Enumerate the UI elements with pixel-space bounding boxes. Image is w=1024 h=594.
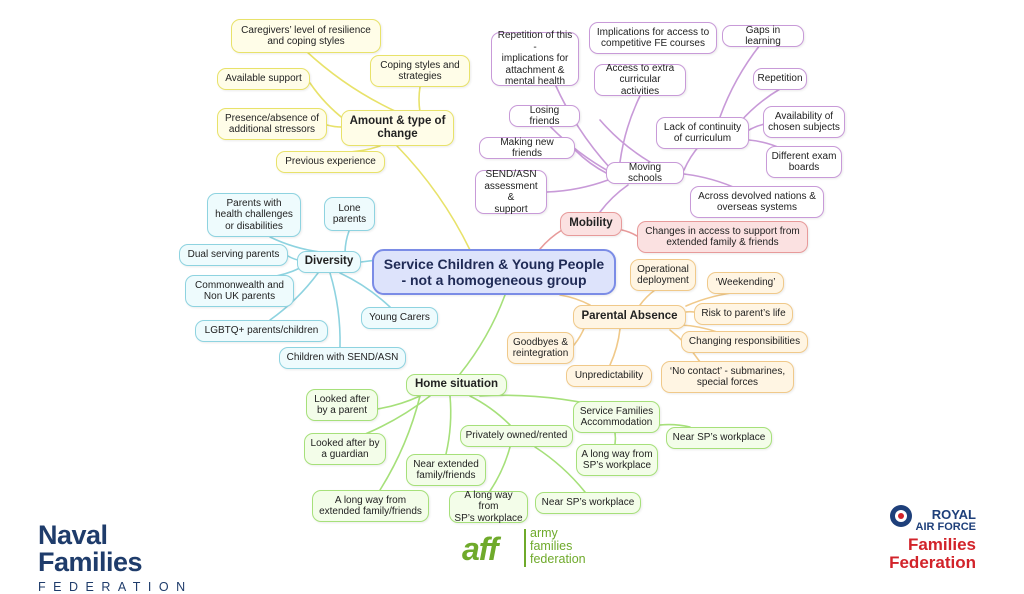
connector-line bbox=[460, 295, 505, 374]
node-parents-health-challenges: Parents with health challenges or disabi… bbox=[207, 193, 301, 237]
node-devolved-nations: Across devolved nations & overseas syste… bbox=[690, 186, 824, 218]
connector-line bbox=[397, 146, 470, 250]
connector-line bbox=[600, 120, 650, 162]
node-repetition: Repetition bbox=[753, 68, 807, 90]
node-looked-after-guardian: Looked after by a guardian bbox=[304, 433, 386, 465]
connector-line bbox=[419, 87, 420, 112]
naval-families-federation-logo: Naval Families FEDERATION bbox=[38, 522, 218, 572]
node-gaps-in-learning: Gaps in learning bbox=[722, 25, 804, 47]
node-near-sp-workplace-1: Near SP’s workplace bbox=[666, 427, 772, 449]
hub-parental-absence: Parental Absence bbox=[573, 305, 686, 329]
node-dual-serving-parents: Dual serving parents bbox=[179, 244, 288, 266]
node-service-families-accommodation: Service Families Accommodation bbox=[573, 401, 660, 433]
node-near-extended-family: Near extended family/friends bbox=[406, 454, 486, 486]
connector-line bbox=[600, 185, 628, 212]
node-changing-responsibilities: Changing responsibilities bbox=[681, 331, 808, 353]
hub-mobility: Mobility bbox=[560, 212, 622, 236]
node-goodbyes-reintegration: Goodbyes & reintegration bbox=[507, 332, 574, 364]
naval-logo-subtitle: FEDERATION bbox=[38, 580, 218, 594]
raf-logo-air-force: AIR FORCE bbox=[916, 521, 977, 533]
aff-logo-divider bbox=[524, 529, 526, 567]
army-families-federation-logo: aff army families federation bbox=[462, 525, 602, 569]
node-looked-after-parent: Looked after by a parent bbox=[306, 389, 378, 421]
node-available-support: Available support bbox=[217, 68, 310, 90]
node-children-send: Children with SEND/ASN bbox=[279, 347, 406, 369]
node-coping-styles: Coping styles and strategies bbox=[370, 55, 470, 87]
connector-line bbox=[622, 230, 637, 236]
raf-logo-royal: ROYAL bbox=[932, 507, 976, 522]
node-extra-curricular: Access to extra curricular activities bbox=[594, 64, 686, 96]
connector-line bbox=[575, 150, 608, 174]
node-lgbtq: LGBTQ+ parents/children bbox=[195, 320, 328, 342]
connector-line bbox=[547, 180, 608, 192]
node-exam-boards: Different exam boards bbox=[766, 146, 842, 178]
connector-line bbox=[446, 396, 451, 454]
central-topic: Service Children & Young People - not a … bbox=[372, 249, 616, 295]
connector-line bbox=[470, 396, 510, 425]
connector-line bbox=[490, 447, 510, 491]
raf-logo-families: Families bbox=[908, 535, 976, 555]
node-send-asn-support: SEND/ASN assessment & support bbox=[475, 170, 547, 214]
connector-line bbox=[560, 295, 590, 305]
node-risk-to-life: Risk to parent’s life bbox=[694, 303, 793, 325]
connector-line bbox=[345, 231, 349, 252]
node-fe-courses: Implications for access to competitive F… bbox=[589, 22, 717, 54]
node-young-carers: Young Carers bbox=[361, 307, 438, 329]
node-losing-friends: Losing friends bbox=[509, 105, 580, 127]
connector-line bbox=[640, 290, 655, 305]
node-continuity-curriculum: Lack of continuity of curriculum bbox=[656, 117, 749, 149]
aff-logo-mark: aff bbox=[462, 531, 498, 568]
node-operational-deployment: Operational deployment bbox=[630, 259, 696, 291]
node-additional-stressors: Presence/absence of additional stressors bbox=[217, 108, 327, 140]
hub-diversity: Diversity bbox=[297, 251, 361, 273]
hub-amount-type-of-change: Amount & type of change bbox=[341, 110, 454, 146]
connector-line bbox=[330, 273, 340, 347]
connector-line bbox=[610, 329, 620, 365]
node-extended-family-support: Changes in access to support from extend… bbox=[637, 221, 808, 253]
aff-logo-text: army families federation bbox=[530, 527, 586, 566]
aff-logo-line-federation: federation bbox=[530, 553, 586, 566]
node-caregivers-resilience: Caregivers’ level of resilience and copi… bbox=[231, 19, 381, 53]
connector-line bbox=[540, 230, 562, 249]
node-longway-sp-workplace-1: A long way from SP’s workplace bbox=[576, 444, 658, 476]
node-unpredictability: Unpredictability bbox=[566, 365, 652, 387]
connector-line bbox=[620, 96, 640, 162]
raf-logo-federation: Federation bbox=[889, 553, 976, 573]
node-making-friends: Making new friends bbox=[479, 137, 575, 159]
node-chosen-subjects: Availability of chosen subjects bbox=[763, 106, 845, 138]
node-weekending: ‘Weekending’ bbox=[707, 272, 784, 294]
hub-home-situation: Home situation bbox=[406, 374, 507, 396]
node-commonwealth-parents: Commonwealth and Non UK parents bbox=[185, 275, 294, 307]
node-privately-owned: Privately owned/rented bbox=[460, 425, 573, 447]
node-near-sp-workplace-2: Near SP’s workplace bbox=[535, 492, 641, 514]
node-moving-schools: Moving schools bbox=[606, 162, 684, 184]
raf-roundel-icon bbox=[890, 505, 912, 527]
node-longway-extended-family: A long way from extended family/friends bbox=[312, 490, 429, 522]
node-longway-sp-workplace-2: A long way from SP’s workplace bbox=[449, 491, 528, 523]
node-lone-parents: Lone parents bbox=[324, 197, 375, 231]
node-no-contact: ‘No contact’ - submarines, special force… bbox=[661, 361, 794, 393]
node-previous-experience: Previous experience bbox=[276, 151, 385, 173]
naval-logo-title: Naval Families bbox=[38, 522, 218, 576]
node-repetition-attachment: Repetition of this - implications for at… bbox=[491, 32, 579, 86]
raf-families-federation-logo: ROYAL AIR FORCE Families Federation bbox=[884, 505, 978, 573]
